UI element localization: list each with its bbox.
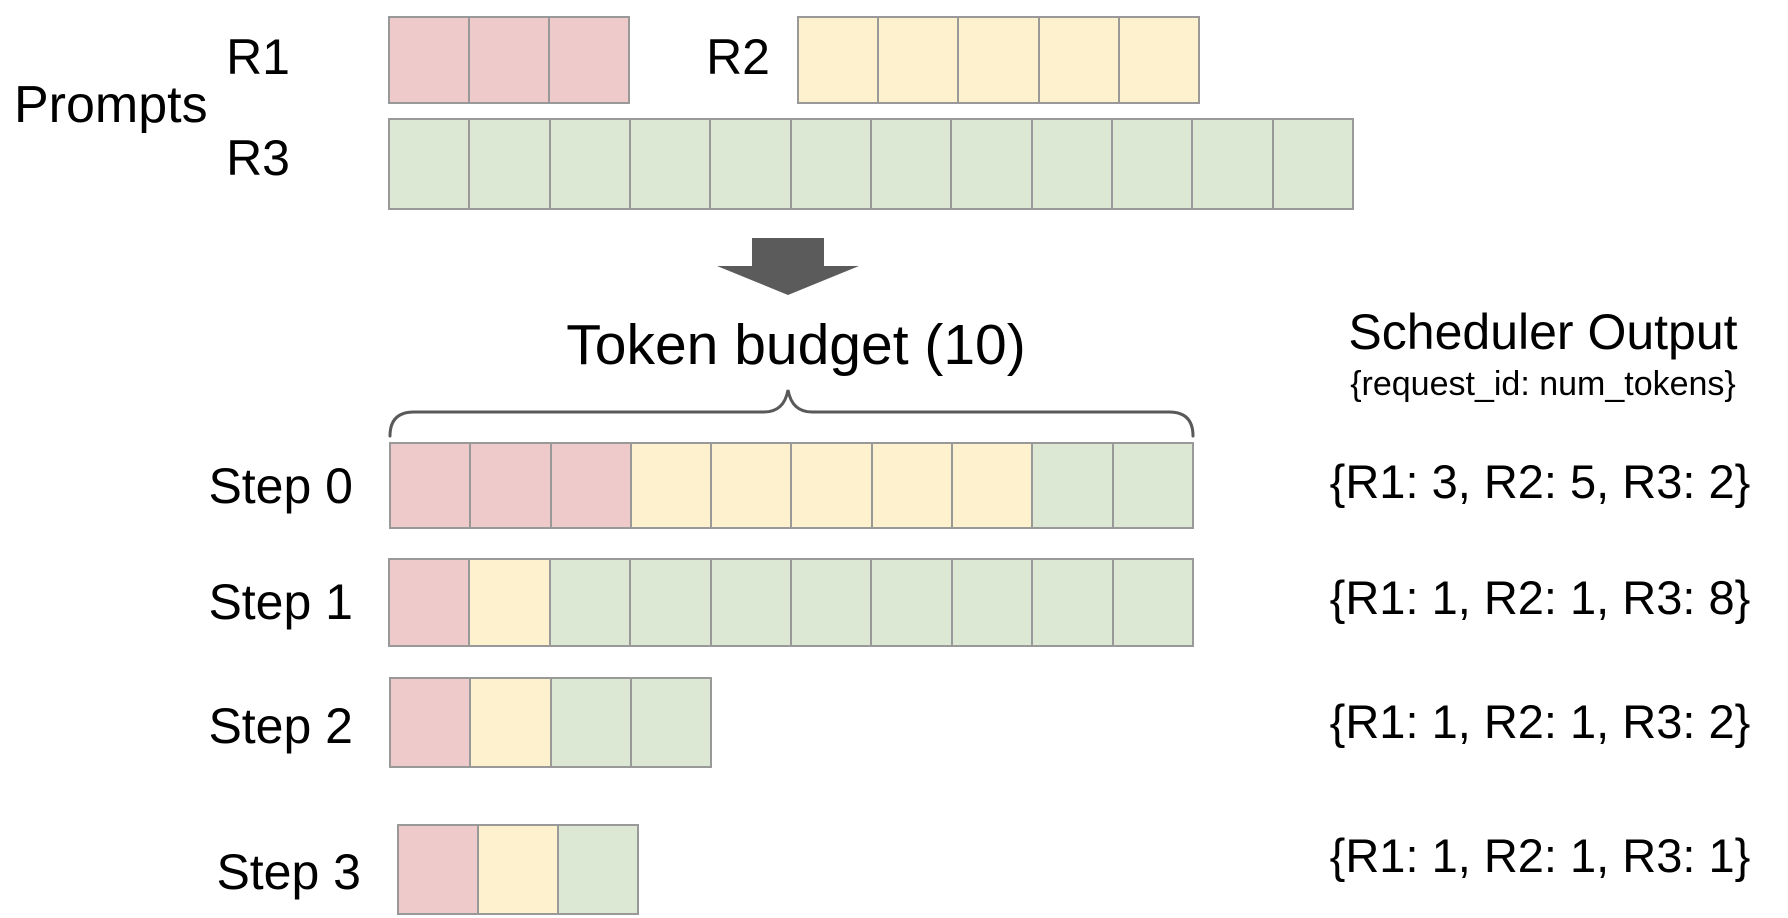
token-cell-r1 xyxy=(548,18,628,102)
token-cell-r1 xyxy=(390,18,468,102)
token-cell-r2 xyxy=(951,444,1032,527)
token-cell-r3 xyxy=(1111,560,1193,645)
token-cell-r2 xyxy=(957,18,1038,102)
scheduler-output-subtitle: {request_id: num_tokens} xyxy=(1350,365,1736,403)
step-3-token-row xyxy=(397,824,639,915)
token-cell-r1 xyxy=(391,679,470,766)
token-cell-r2 xyxy=(877,18,958,102)
token-budget-brace xyxy=(388,389,1195,438)
token-cell-r2 xyxy=(790,444,871,527)
step-2-output: {R1: 1, R2: 1, R3: 2} xyxy=(1329,695,1751,748)
step-0-label: Step 0 xyxy=(208,458,353,514)
token-cell-r3 xyxy=(1031,444,1112,527)
token-cell-r3 xyxy=(1031,560,1112,645)
token-cell-r3 xyxy=(1271,120,1352,208)
step-0-token-row xyxy=(389,442,1194,529)
token-cell-r3 xyxy=(557,826,637,913)
token-cell-r2 xyxy=(629,444,711,527)
token-cell-r2 xyxy=(710,444,791,527)
token-cell-r3 xyxy=(1191,120,1272,208)
step-1-output: {R1: 1, R2: 1, R3: 8} xyxy=(1329,571,1751,624)
token-cell-r3 xyxy=(549,679,630,766)
step-1-token-row xyxy=(388,558,1194,647)
prompt-r3-label: R3 xyxy=(226,130,290,186)
token-cell-r2 xyxy=(477,826,557,913)
prompt-row-r1-tokens xyxy=(388,16,630,104)
token-cell-r2 xyxy=(870,444,952,527)
step-2-token-row xyxy=(389,677,712,768)
token-cell-r3 xyxy=(1030,120,1111,208)
token-cell-r1 xyxy=(549,444,630,527)
token-cell-r3 xyxy=(869,120,951,208)
step-2-label: Step 2 xyxy=(208,698,353,754)
token-cell-r2 xyxy=(468,560,549,645)
token-cell-r1 xyxy=(390,560,469,645)
token-cell-r3 xyxy=(628,120,710,208)
token-cell-r3 xyxy=(950,560,1032,645)
prompts-label: Prompts xyxy=(14,76,208,134)
prompt-row-r2-tokens xyxy=(797,16,1200,104)
step-3-output: {R1: 1, R2: 1, R3: 1} xyxy=(1329,829,1751,882)
token-cell-r1 xyxy=(391,444,470,527)
token-cell-r3 xyxy=(629,560,710,645)
token-cell-r2 xyxy=(799,18,878,102)
token-cell-r3 xyxy=(789,120,870,208)
step-0-output: {R1: 3, R2: 5, R3: 2} xyxy=(1329,455,1751,508)
token-budget-label: Token budget (10) xyxy=(566,313,1026,377)
token-cell-r3 xyxy=(790,560,871,645)
step-3-label: Step 3 xyxy=(216,844,361,900)
token-cell-r3 xyxy=(709,560,791,645)
token-cell-r3 xyxy=(629,679,710,766)
step-1-label: Step 1 xyxy=(208,574,353,630)
token-cell-r3 xyxy=(1111,444,1192,527)
scheduler-output-title: Scheduler Output xyxy=(1348,304,1738,360)
token-cell-r3 xyxy=(390,120,469,208)
token-cell-r3 xyxy=(548,120,629,208)
token-cell-r3 xyxy=(1110,120,1192,208)
down-arrow-icon xyxy=(717,238,859,295)
prompt-r2-label: R2 xyxy=(706,29,770,85)
token-cell-r3 xyxy=(870,560,951,645)
token-cell-r2 xyxy=(1117,18,1199,102)
token-cell-r1 xyxy=(469,444,550,527)
token-cell-r3 xyxy=(548,560,630,645)
token-cell-r3 xyxy=(709,120,790,208)
token-cell-r1 xyxy=(468,18,548,102)
prompt-r1-label: R1 xyxy=(226,29,290,85)
token-cell-r2 xyxy=(1037,18,1118,102)
token-cell-r1 xyxy=(399,826,477,913)
token-cell-r3 xyxy=(468,120,549,208)
prompt-row-r3-tokens xyxy=(388,118,1354,210)
token-cell-r2 xyxy=(469,679,550,766)
token-cell-r3 xyxy=(950,120,1031,208)
